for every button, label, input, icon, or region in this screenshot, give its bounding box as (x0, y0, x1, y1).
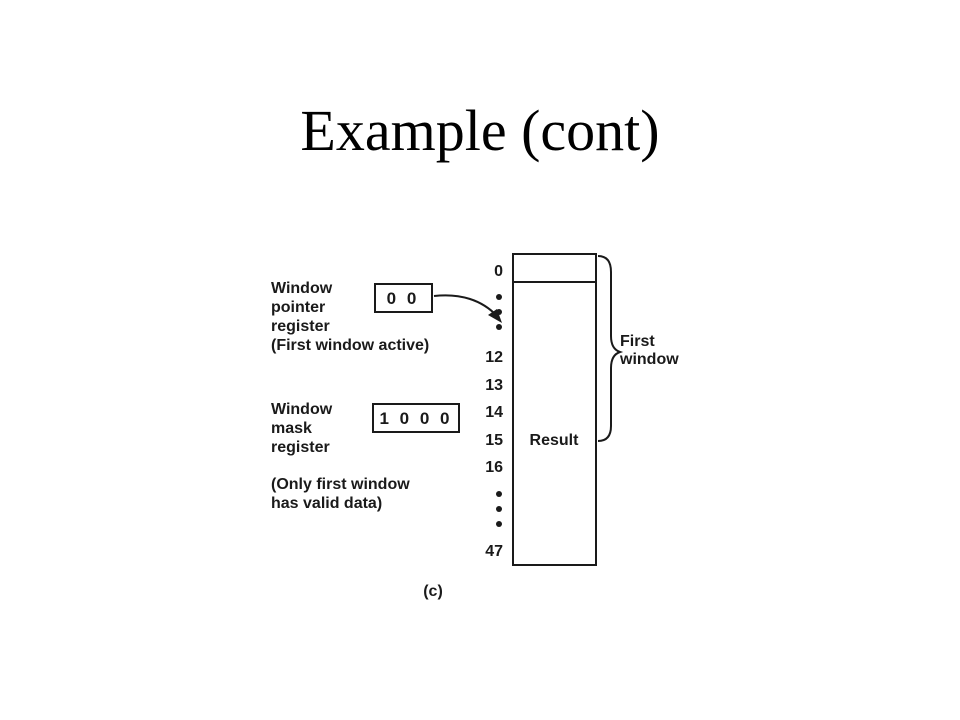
register-index-12: 12 (485, 349, 503, 366)
register-index-16: 16 (485, 459, 503, 476)
register-index-15: 15 (485, 432, 503, 449)
ellipsis-dot (496, 521, 502, 527)
slide-title: Example (cont) (300, 98, 660, 163)
ellipsis-dot (496, 294, 502, 300)
pointer-arrowhead (488, 309, 502, 323)
pointer-label-line-3: register (271, 318, 330, 335)
result-label: Result (530, 432, 580, 449)
mask-register-label: Window mask register (271, 401, 333, 456)
valid-data-note: (Only first window has valid data) (271, 476, 410, 512)
register-index-13: 13 (485, 377, 503, 394)
first-window-label: First window (619, 333, 679, 368)
first-window-brace (597, 255, 624, 442)
register-index-0: 0 (494, 263, 503, 280)
register-index-47: 47 (485, 543, 503, 560)
register-indices: 0 12 13 14 15 16 47 (485, 263, 503, 560)
note-line-2: has valid data) (271, 495, 382, 512)
pointer-label-line-4: (First window active) (271, 337, 429, 354)
window-label-line-1: First (620, 333, 655, 350)
figure-caption: (c) (423, 583, 443, 600)
window-label-line-2: window (619, 351, 679, 368)
ellipsis-dot (496, 491, 502, 497)
note-line-1: (Only first window (271, 476, 410, 493)
register-index-14: 14 (485, 404, 503, 421)
ellipsis-dot (496, 309, 502, 315)
pointer-register-value: 0 0 (387, 289, 420, 308)
pointer-label-line-2: pointer (271, 299, 325, 316)
ellipsis-dot (496, 506, 502, 512)
pointer-register-label: Window pointer register (First window ac… (271, 280, 429, 354)
pointer-arrow (433, 294, 498, 317)
mask-label-line-3: register (271, 439, 330, 456)
pointer-register-box (374, 283, 433, 313)
mask-label-line-1: Window (271, 401, 333, 418)
pointer-label-line-1: Window (271, 280, 333, 297)
ellipsis-dot (496, 324, 502, 330)
mask-register-box (372, 403, 460, 433)
mask-register-value: 1 0 0 0 (380, 409, 453, 428)
register-file (512, 253, 597, 566)
mask-label-line-2: mask (271, 420, 312, 437)
